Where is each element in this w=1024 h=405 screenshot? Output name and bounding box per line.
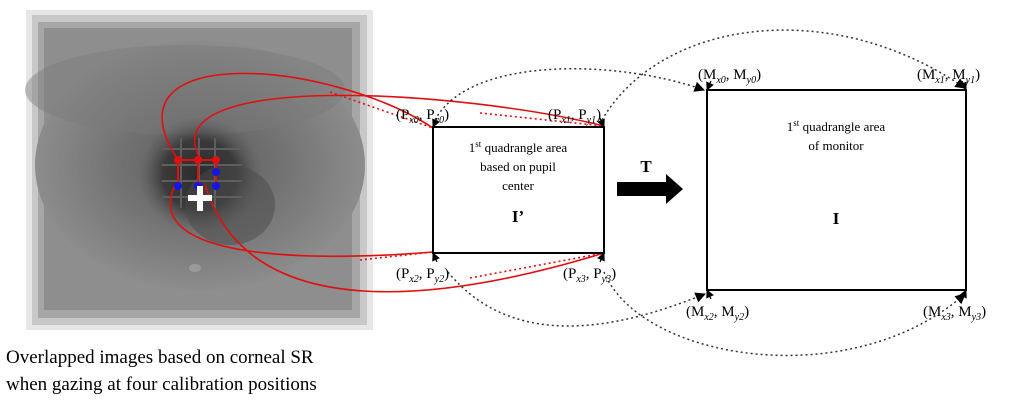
caption-line-1: Overlapped images based on corneal SR — [6, 347, 314, 368]
eye-to-pupil-dotted — [329, 91, 605, 279]
pupil-quadrangle — [432, 126, 605, 254]
eye-to-pupil-curves — [161, 72, 605, 293]
mapping-curve-3 — [603, 271, 966, 357]
monitor-quadrangle — [706, 89, 967, 291]
monitor-quad-line2: of monitor — [808, 138, 864, 153]
monitor-corner-label-3: (Mx3, My3) — [923, 304, 986, 323]
monitor-quad-title: 1st quadrangle area — [787, 118, 886, 134]
pupil-corner-label-2: (Px2, Py2) — [396, 266, 449, 285]
caption-line-2: when gazing at four calibration position… — [6, 374, 317, 395]
calibration-point-lower — [174, 182, 182, 190]
monitor-corner-arrows — [706, 80, 967, 300]
monitor-corner-label-0: (Mx0, My0) — [698, 67, 761, 86]
pupil-quad-symbol: I’ — [512, 207, 524, 226]
pupil-corner-label-0: (Px0, Py0) — [396, 107, 449, 126]
calibration-point-upper — [174, 156, 182, 164]
transform-arrow — [617, 174, 683, 204]
pupil-corner-label-3: (Px3, Py3) — [563, 266, 616, 285]
mapping-curve-0 — [434, 68, 705, 121]
calibration-points — [174, 156, 220, 211]
calibration-point-upper — [194, 156, 202, 164]
calibration-point-upper — [212, 156, 220, 164]
pupil-center-cross-icon — [188, 186, 212, 211]
monitor-corner-label-2: (Mx2, My2) — [686, 304, 749, 323]
eye-image — [25, 10, 373, 330]
pupil-quad-line2: based on pupil — [480, 159, 556, 174]
calibration-point-lower — [212, 182, 220, 190]
pupil-corner-label-1: (Px1, Py1) — [548, 107, 601, 126]
calibration-point-upper — [212, 168, 220, 176]
eye-image-caption: Overlapped images based on corneal SR wh… — [6, 344, 406, 398]
mapping-curve-2 — [447, 271, 706, 327]
pupil-quad-title: 1st quadrangle area — [469, 139, 568, 155]
monitor-quad-symbol: I — [833, 209, 840, 228]
transform-label: T — [640, 157, 652, 176]
pupil-quad-line3: center — [502, 178, 534, 193]
pupil-corner-arrows — [432, 117, 605, 263]
mapping-curves — [434, 29, 966, 357]
mapping-curve-1 — [601, 29, 966, 121]
